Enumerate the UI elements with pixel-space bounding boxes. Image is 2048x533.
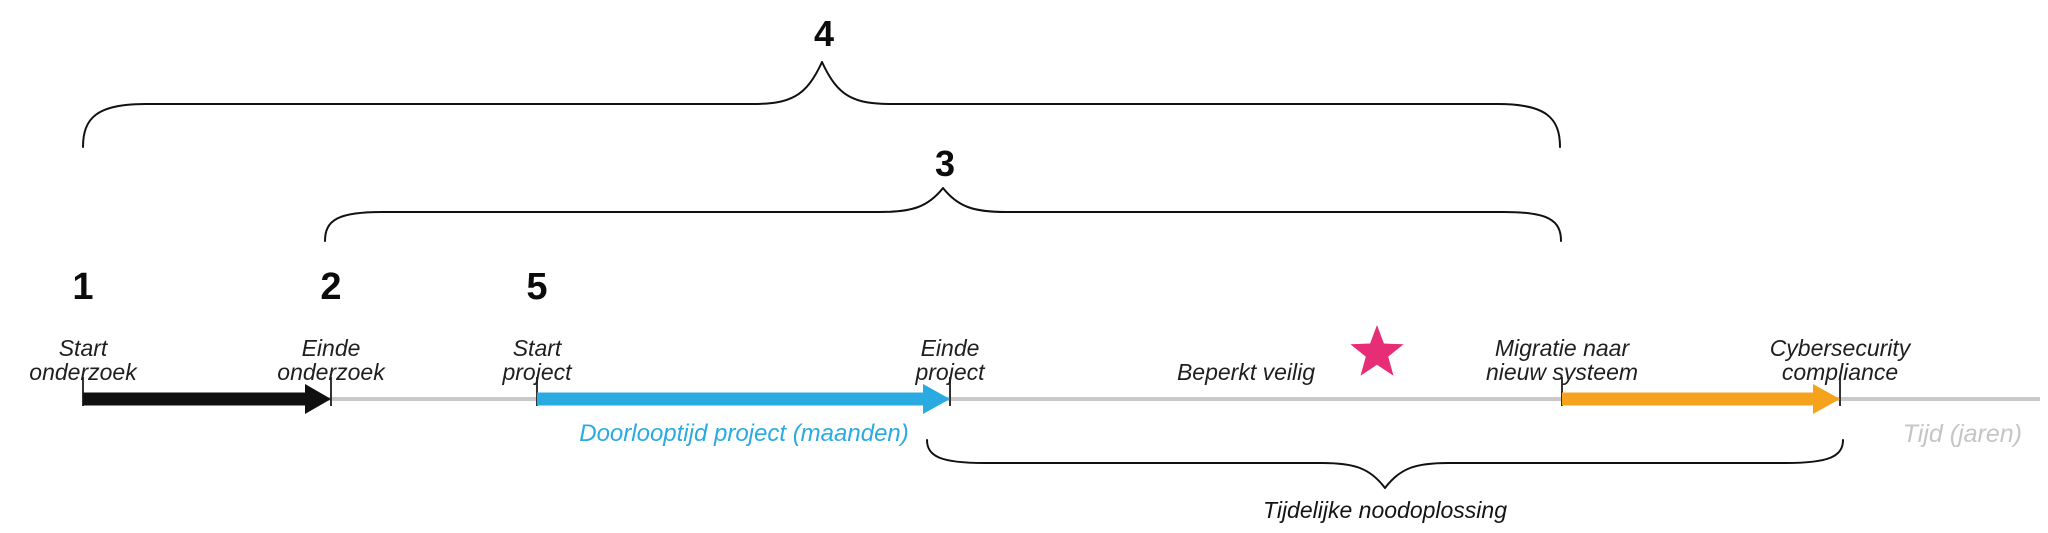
event-number-1: 1 bbox=[72, 266, 94, 308]
brace-4-path bbox=[82, 61, 1561, 148]
milestone-star-icon bbox=[1350, 325, 1404, 376]
onderzoek-arrow-head bbox=[305, 384, 331, 414]
event-label-migratie: Migratie naar nieuw systeem bbox=[1485, 335, 1639, 385]
event-label-einde-onderzoek: Einde onderzoek bbox=[277, 335, 385, 385]
brace-3-path bbox=[324, 187, 1562, 242]
brace-number-4: 4 bbox=[813, 13, 835, 54]
event-label-start-project: Start project bbox=[502, 335, 572, 385]
time-axis-label: Tijd (jaren) bbox=[1902, 420, 2022, 448]
brace-number-3: 3 bbox=[934, 143, 956, 184]
migratie-arrow-head bbox=[1813, 384, 1840, 414]
noodoplossing-brace-path bbox=[926, 439, 1844, 489]
project-duration-caption: Doorlooptijd project (maanden) bbox=[579, 420, 909, 447]
noodoplossing-caption: Tijdelijke noodoplossing bbox=[1262, 497, 1508, 523]
event-label-beperkt-veilig: Beperkt veilig bbox=[1176, 359, 1316, 385]
event-number-5: 5 bbox=[526, 266, 548, 308]
event-label-cybersecurity: Cybersecurity compliance bbox=[1769, 335, 1911, 385]
event-label-start-onderzoek: Start onderzoek bbox=[29, 335, 137, 385]
event-label-einde-project: Einde project bbox=[915, 335, 985, 385]
project-arrow-head bbox=[923, 384, 950, 414]
event-number-2: 2 bbox=[320, 266, 342, 308]
